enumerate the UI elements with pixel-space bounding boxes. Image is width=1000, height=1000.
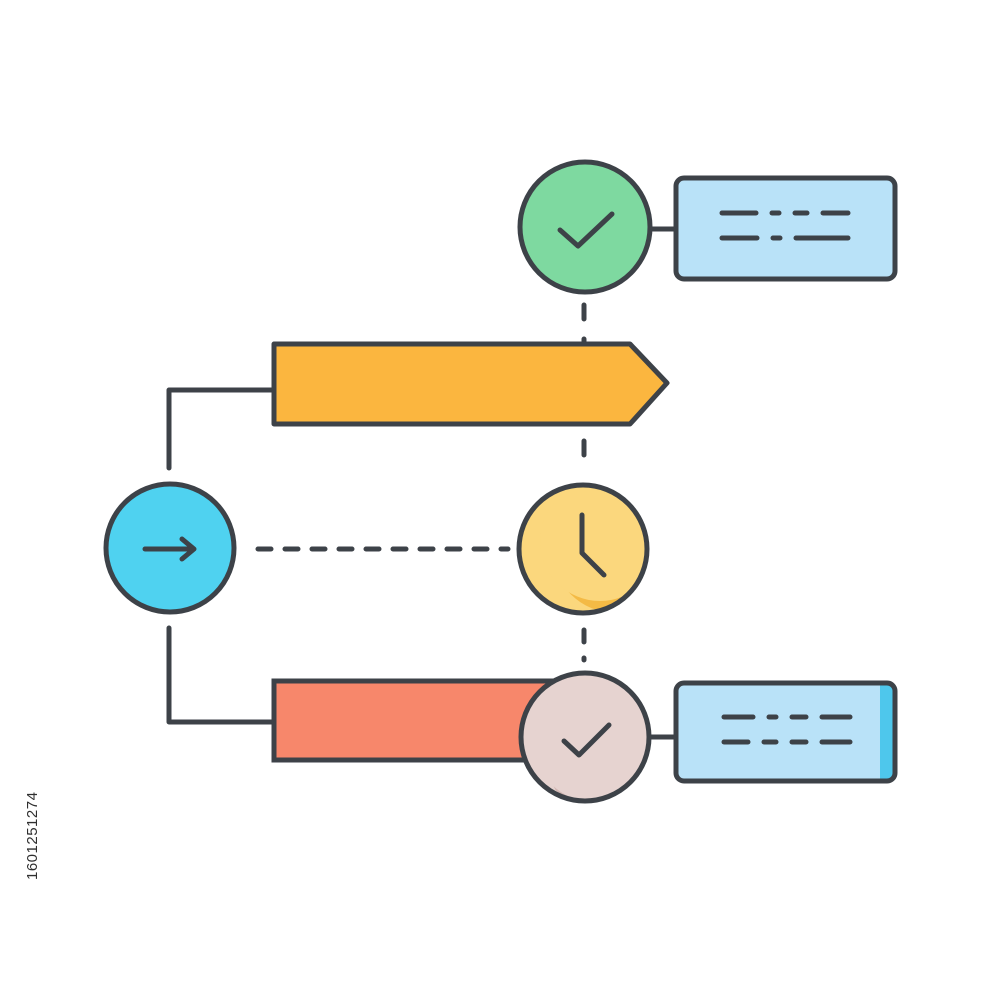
checkmark-icon [557,211,615,249]
clock-icon [579,512,607,578]
text-lines-icon [719,210,851,241]
timeline-bar-top [271,341,670,427]
arrow-right-icon [142,536,197,562]
text-lines-icon [721,714,853,745]
note-box-bottom [673,680,898,784]
connector-top [166,387,279,471]
stock-id-label: 1601251274 [24,791,41,880]
clock-node [516,482,650,616]
timeline-bar-bottom [271,678,567,763]
milestone-top [517,159,653,295]
note-box-top [673,175,898,282]
connector-bottom [166,625,279,725]
milestone-bottom [518,670,652,804]
start-node [103,481,237,615]
checkmark-icon [561,722,612,758]
